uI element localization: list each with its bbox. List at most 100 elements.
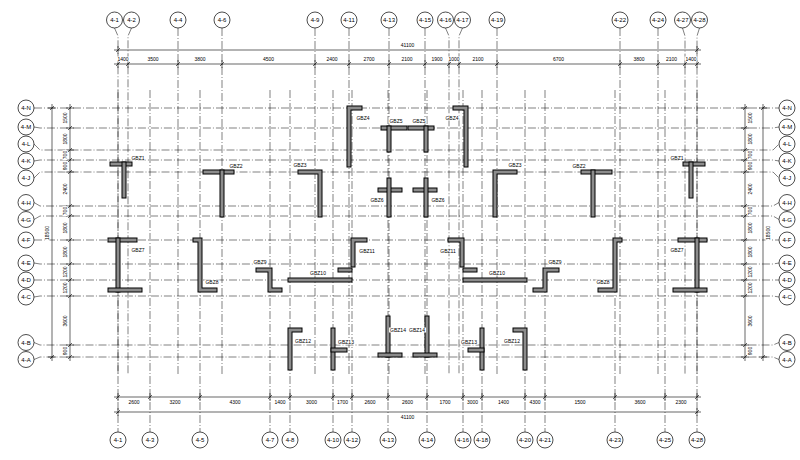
dimension-text: 18500 xyxy=(766,225,771,241)
wall-outline xyxy=(116,240,121,290)
dimension-text: 1800 xyxy=(63,132,68,145)
axis-label: 4-B xyxy=(781,340,792,346)
axis-bubble xyxy=(18,232,34,248)
wall-fill xyxy=(380,354,400,357)
extension-line xyxy=(66,172,74,173)
axis-label: 4-F xyxy=(21,237,32,243)
dimension-text: 2600 xyxy=(401,400,414,405)
axis-bubble xyxy=(282,432,298,448)
wall-fill xyxy=(675,289,705,292)
axis-label: 4-E xyxy=(781,260,792,266)
axis-bubble xyxy=(18,153,34,169)
extension-line xyxy=(463,393,464,401)
extension-line xyxy=(658,60,659,68)
axis-label: 4-N xyxy=(20,105,32,111)
axis-bubble xyxy=(779,232,795,248)
dimension-text: 900 xyxy=(748,161,753,171)
dimension-text: 18500 xyxy=(45,225,50,241)
wall-label: GBZ7 xyxy=(669,248,684,253)
axis-line xyxy=(525,90,526,432)
axis-label: 4-17 xyxy=(455,17,469,23)
axis-label: 4-13 xyxy=(382,17,396,23)
dimension-text: 41100 xyxy=(400,415,416,420)
axis-label: 4-J xyxy=(21,175,31,181)
wall-fill xyxy=(387,318,390,355)
extension-line xyxy=(290,393,291,401)
axis-bubble xyxy=(307,12,323,28)
wall-label: GBZ3 xyxy=(292,163,307,168)
axis-label: 4-23 xyxy=(608,437,622,443)
dimension-line xyxy=(114,50,701,51)
extension-line xyxy=(482,393,483,401)
dimension-text: 1400 xyxy=(273,400,286,405)
axis-bubble xyxy=(380,432,396,448)
axis-label: 4-28 xyxy=(690,437,704,443)
extension-line xyxy=(620,60,621,68)
shear-walls xyxy=(110,108,705,368)
axis-label: 4-22 xyxy=(613,17,627,23)
extension-line xyxy=(741,108,749,109)
axis-bubble xyxy=(650,12,666,28)
wall-label: GBZ2 xyxy=(571,164,586,169)
dimension-text: 1400 xyxy=(684,57,697,62)
wall-fill xyxy=(535,270,557,290)
axis-label: 4-24 xyxy=(651,17,665,23)
wall-fill xyxy=(410,127,432,130)
wall-label: GBZ2 xyxy=(228,164,243,169)
dimension-text: 6700 xyxy=(552,57,565,62)
wall-outline xyxy=(695,240,700,290)
dimension-text: 2700 xyxy=(362,57,375,62)
axis-bubble xyxy=(18,195,34,211)
axis-label: 4-11 xyxy=(342,17,356,23)
axis-line xyxy=(34,296,779,297)
dimension-text: 1200 xyxy=(63,265,68,278)
dimension-text: 1200 xyxy=(748,281,753,294)
wall-fill xyxy=(290,330,300,368)
wall-fill xyxy=(112,163,130,166)
wall-label: GBZ5 xyxy=(388,119,403,124)
extension-line xyxy=(741,240,749,241)
axis-line xyxy=(333,90,334,432)
wall-label: GBZ12 xyxy=(294,339,312,344)
axis-bubble xyxy=(537,432,553,448)
axis-bubble xyxy=(417,12,433,28)
axis-label: 4-B xyxy=(20,340,31,346)
wall-outline xyxy=(290,278,350,283)
axis-label: 4-14 xyxy=(420,437,434,443)
wall-outline xyxy=(333,348,345,353)
axis-label: 4-L xyxy=(21,141,32,147)
wall-label: GBZ1 xyxy=(130,156,145,161)
dimension-text: 2600 xyxy=(363,400,376,405)
axis-bubble xyxy=(779,195,795,211)
axis-label: 4-N xyxy=(781,105,793,111)
wall-label: GBZ12 xyxy=(503,339,521,344)
wall-fill xyxy=(690,164,693,196)
axis-bubble xyxy=(657,432,673,448)
axis-line xyxy=(115,28,119,375)
wall-fill xyxy=(333,349,345,352)
axis-bubble xyxy=(142,432,158,448)
axis-label: 4-16 xyxy=(456,437,470,443)
wall-fill xyxy=(340,269,350,272)
extension-line xyxy=(200,393,201,401)
wall-outline xyxy=(424,180,429,215)
axis-bubble xyxy=(419,432,435,448)
extension-line xyxy=(349,60,350,68)
dimension-line xyxy=(745,104,746,361)
wall-outline xyxy=(380,353,400,358)
axis-label: 4-K xyxy=(781,158,792,164)
axis-bubble xyxy=(779,289,795,305)
axis-bubble xyxy=(341,12,357,28)
dimension-line xyxy=(52,104,53,361)
axis-line xyxy=(34,144,779,150)
axis-bubble xyxy=(170,12,186,28)
axis-label: 4-M xyxy=(781,124,793,130)
wall-fill xyxy=(205,171,232,174)
axis-line xyxy=(34,108,779,109)
wall-outline xyxy=(258,270,280,290)
axis-bubble xyxy=(107,12,123,28)
axis-line xyxy=(658,28,659,375)
wall-outline xyxy=(110,238,135,243)
axis-label: 4-C xyxy=(20,294,32,300)
axis-line xyxy=(178,28,179,375)
